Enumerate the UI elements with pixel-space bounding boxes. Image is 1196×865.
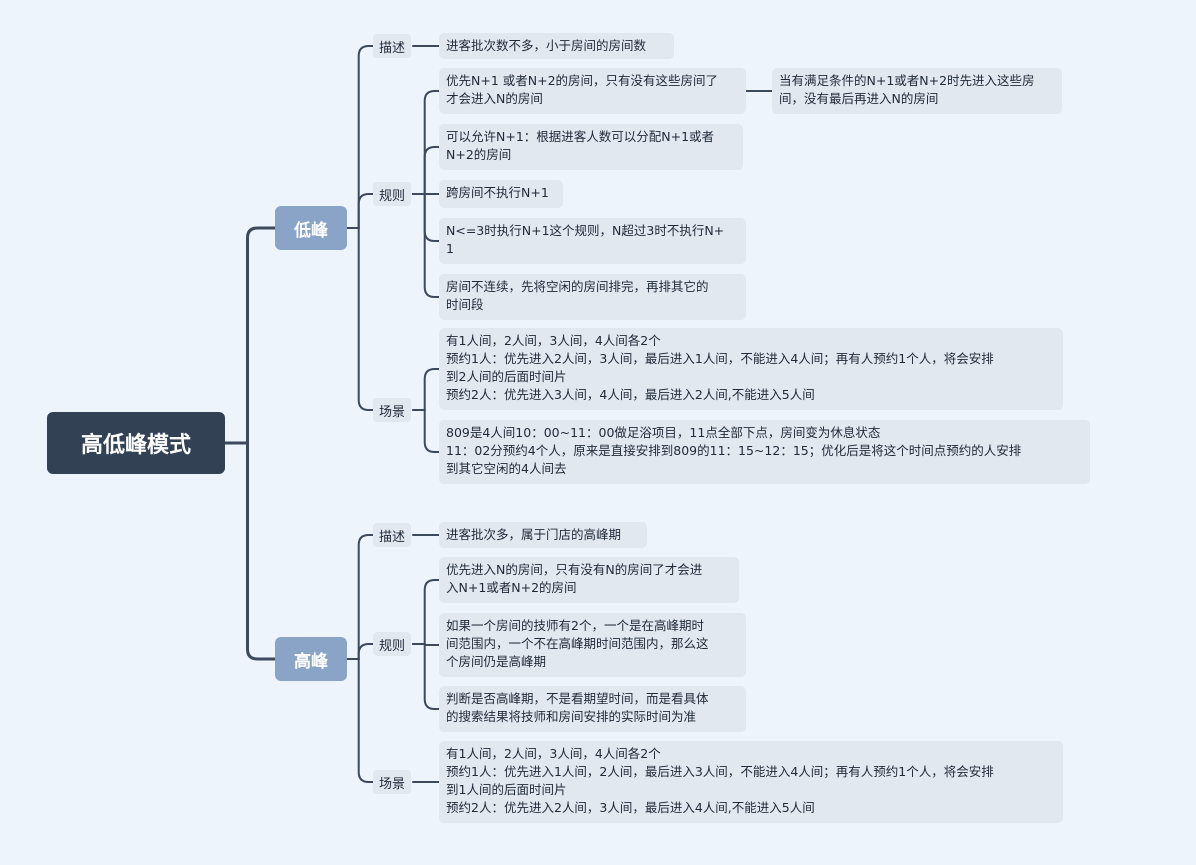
- low-scene-1-line-4: 预约2人：优先进入3人间，4人间，最后进入2人间,不能进入5人间: [446, 387, 815, 402]
- high-desc-text[interactable]: 进客批次多，属于门店的高峰期: [439, 522, 647, 548]
- low-rule-2-line-1: 可以允许N+1：根据进客人数可以分配N+1或者: [446, 129, 715, 144]
- high-rule-3-line-2: 的搜索结果将技师和房间安排的实际时间为准: [446, 709, 697, 724]
- low-rule-5-line-1: 房间不连续，先将空闲的房间排完，再排其它的: [446, 279, 709, 294]
- low-desc-category[interactable]: 描述: [373, 34, 412, 58]
- low-branch-to-category-connector-3: [346, 227, 374, 411]
- low-rule-4[interactable]: N<=3时执行N+1这个规则，N超过3时不执行N+ 1: [439, 218, 746, 264]
- high-desc-category-label: 描述: [379, 529, 406, 545]
- low-rule-4-line-2: 1: [446, 241, 454, 256]
- high-scenes-category[interactable]: 场景: [373, 770, 412, 794]
- low-scene-2-line-1: 809是4人间10：00~11：00做足浴项目，11点全部下点，房间变为休息状态: [446, 425, 881, 440]
- high-scene-1-line-2: 预约1人：优先进入1人间，2人间，最后进入3人间，不能进入4人间；再有人预约1个…: [446, 764, 994, 779]
- root-node[interactable]: 高低峰模式: [47, 412, 225, 474]
- low-rules-connector-5: [412, 193, 440, 298]
- low-scenes-category-label: 场景: [379, 404, 406, 420]
- root-label: 高低峰模式: [80, 433, 191, 458]
- low-rule-3[interactable]: 跨房间不执行N+1: [439, 180, 563, 208]
- high-branch-to-category-connector-3: [346, 658, 374, 783]
- high-desc-text-line: 进客批次多，属于门店的高峰期: [446, 527, 622, 542]
- low-rule-2[interactable]: 可以允许N+1：根据进客人数可以分配N+1或者 N+2的房间: [439, 124, 743, 170]
- high-scene-1-line-3: 到1人间的后面时间片: [446, 782, 567, 797]
- high-scenes-category-label: 场景: [379, 776, 406, 792]
- low-rule-1[interactable]: 优先N+1 或者N+2的房间，只有没有这些房间了 才会进入N的房间: [439, 68, 746, 114]
- low-rule-1-sub[interactable]: 当有满足条件的N+1或者N+2时先进入这些房 间，没有最后再进入N的房间: [772, 68, 1062, 114]
- low-rules-connector-1: [412, 90, 440, 195]
- high-rules-category-label: 规则: [379, 638, 406, 654]
- high-rules-connector-1: [412, 579, 440, 645]
- low-desc-category-label: 描述: [379, 40, 406, 56]
- high-rule-2-line-1: 如果一个房间的技师有2个，一个是在高峰期时: [446, 618, 704, 633]
- low-branch-to-category-connector-1: [346, 45, 374, 229]
- high-rule-1-line-2: 入N+1或者N+2的房间: [446, 580, 577, 595]
- low-rules-category[interactable]: 规则: [373, 182, 412, 206]
- high-rule-1[interactable]: 优先进入N的房间，只有没有N的房间了才会进 入N+1或者N+2的房间: [439, 557, 739, 603]
- low-rule-2-line-2: N+2的房间: [446, 147, 512, 162]
- branch-high-peak-label: 高峰: [294, 651, 328, 672]
- low-desc-text[interactable]: 进客批次数不多，小于房间的房间数: [439, 33, 674, 59]
- low-branch-to-category-connector-2: [346, 193, 374, 229]
- low-rule-1-sub-line-1: 当有满足条件的N+1或者N+2时先进入这些房: [779, 73, 1035, 88]
- root-to-branch-connector-1: [223, 226, 277, 445]
- low-scenes-connector-1: [412, 368, 440, 411]
- low-rule-1-sub-line-2: 间，没有最后再进入N的房间: [779, 91, 939, 106]
- high-rule-3[interactable]: 判断是否高峰期，不是看期望时间，而是看具体 的搜索结果将技师和房间安排的实际时间…: [439, 686, 746, 732]
- low-rule-5[interactable]: 房间不连续，先将空闲的房间排完，再排其它的 时间段: [439, 274, 746, 320]
- branch-high-peak[interactable]: 高峰: [275, 637, 347, 681]
- low-rules-connector-2: [412, 146, 440, 195]
- high-scene-1-line-4: 预约2人：优先进入2人间，3人间，最后进入4人间,不能进入5人间: [446, 800, 815, 815]
- low-rule-4-line-1: N<=3时执行N+1这个规则，N超过3时不执行N+: [446, 223, 725, 238]
- low-scene-1-line-1: 有1人间，2人间，3人间，4人间各2个: [446, 333, 661, 348]
- branch-low-peak-label: 低峰: [294, 220, 328, 241]
- high-scene-1-line-1: 有1人间，2人间，3人间，4人间各2个: [446, 746, 661, 761]
- low-scene-1[interactable]: 有1人间，2人间，3人间，4人间各2个 预约1人：优先进入2人间，3人间，最后进…: [439, 328, 1063, 410]
- low-rule-3-line-1: 跨房间不执行N+1: [446, 185, 549, 200]
- low-rule-5-line-2: 时间段: [446, 297, 484, 312]
- high-desc-category[interactable]: 描述: [373, 523, 412, 547]
- low-scene-1-line-3: 到2人间的后面时间片: [446, 369, 567, 384]
- low-scene-2-line-2: 11：02分预约4个人，原来是直接安排到809的11：15~12：15；优化后是…: [446, 443, 1022, 458]
- high-rule-2-line-2: 间范围内，一个不在高峰期时间范围内，那么这: [446, 636, 709, 651]
- low-scenes-connector-2: [412, 409, 440, 453]
- high-rule-2-line-3: 个房间仍是高峰期: [446, 654, 547, 669]
- root-to-branch-connector-2: [223, 441, 277, 661]
- high-rule-1-line-1: 优先进入N的房间，只有没有N的房间了才会进: [446, 562, 703, 577]
- low-rule-1-line-2: 才会进入N的房间: [446, 91, 543, 106]
- low-rules-connector-4: [412, 193, 440, 242]
- branch-low-peak[interactable]: 低峰: [275, 206, 347, 250]
- high-rules-connector-3: [412, 643, 440, 710]
- low-scene-2-line-3: 到其它空闲的4人间去: [446, 461, 567, 476]
- low-desc-text-line: 进客批次数不多，小于房间的房间数: [446, 38, 647, 53]
- high-branch-to-category-connector-2: [346, 643, 374, 660]
- low-rule-1-line-1: 优先N+1 或者N+2的房间，只有没有这些房间了: [446, 73, 719, 88]
- high-rules-category[interactable]: 规则: [373, 632, 412, 656]
- high-branch-to-category-connector-1: [346, 534, 374, 660]
- high-rule-3-line-1: 判断是否高峰期，不是看期望时间，而是看具体: [446, 691, 709, 706]
- high-scene-1[interactable]: 有1人间，2人间，3人间，4人间各2个 预约1人：优先进入1人间，2人间，最后进…: [439, 741, 1063, 823]
- low-rules-category-label: 规则: [379, 188, 406, 204]
- low-scene-1-line-2: 预约1人：优先进入2人间，3人间，最后进入1人间，不能进入4人间；再有人预约1个…: [446, 351, 994, 366]
- low-scene-2[interactable]: 809是4人间10：00~11：00做足浴项目，11点全部下点，房间变为休息状态…: [439, 420, 1090, 484]
- high-rule-2[interactable]: 如果一个房间的技师有2个，一个是在高峰期时 间范围内，一个不在高峰期时间范围内，…: [439, 613, 746, 677]
- low-scenes-category[interactable]: 场景: [373, 398, 412, 422]
